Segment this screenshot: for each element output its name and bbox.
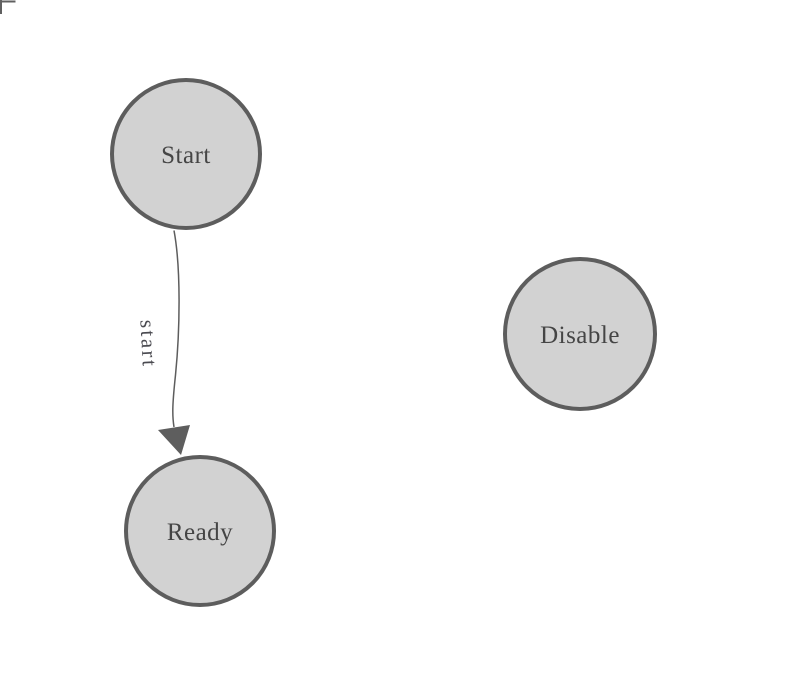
state-node-ready[interactable] [124, 455, 276, 607]
state-node-label-ready: Ready [167, 519, 233, 546]
state-node-label-disable: Disable [540, 322, 620, 349]
transition-arrowhead-start-to-ready [158, 425, 190, 455]
state-node-start[interactable] [110, 78, 262, 230]
transition-label-start-to-ready: start [135, 319, 162, 369]
transition-edge-start-to-ready[interactable] [172, 230, 180, 428]
state-node-label-start: Start [161, 142, 211, 169]
state-node-disable[interactable] [503, 257, 657, 411]
